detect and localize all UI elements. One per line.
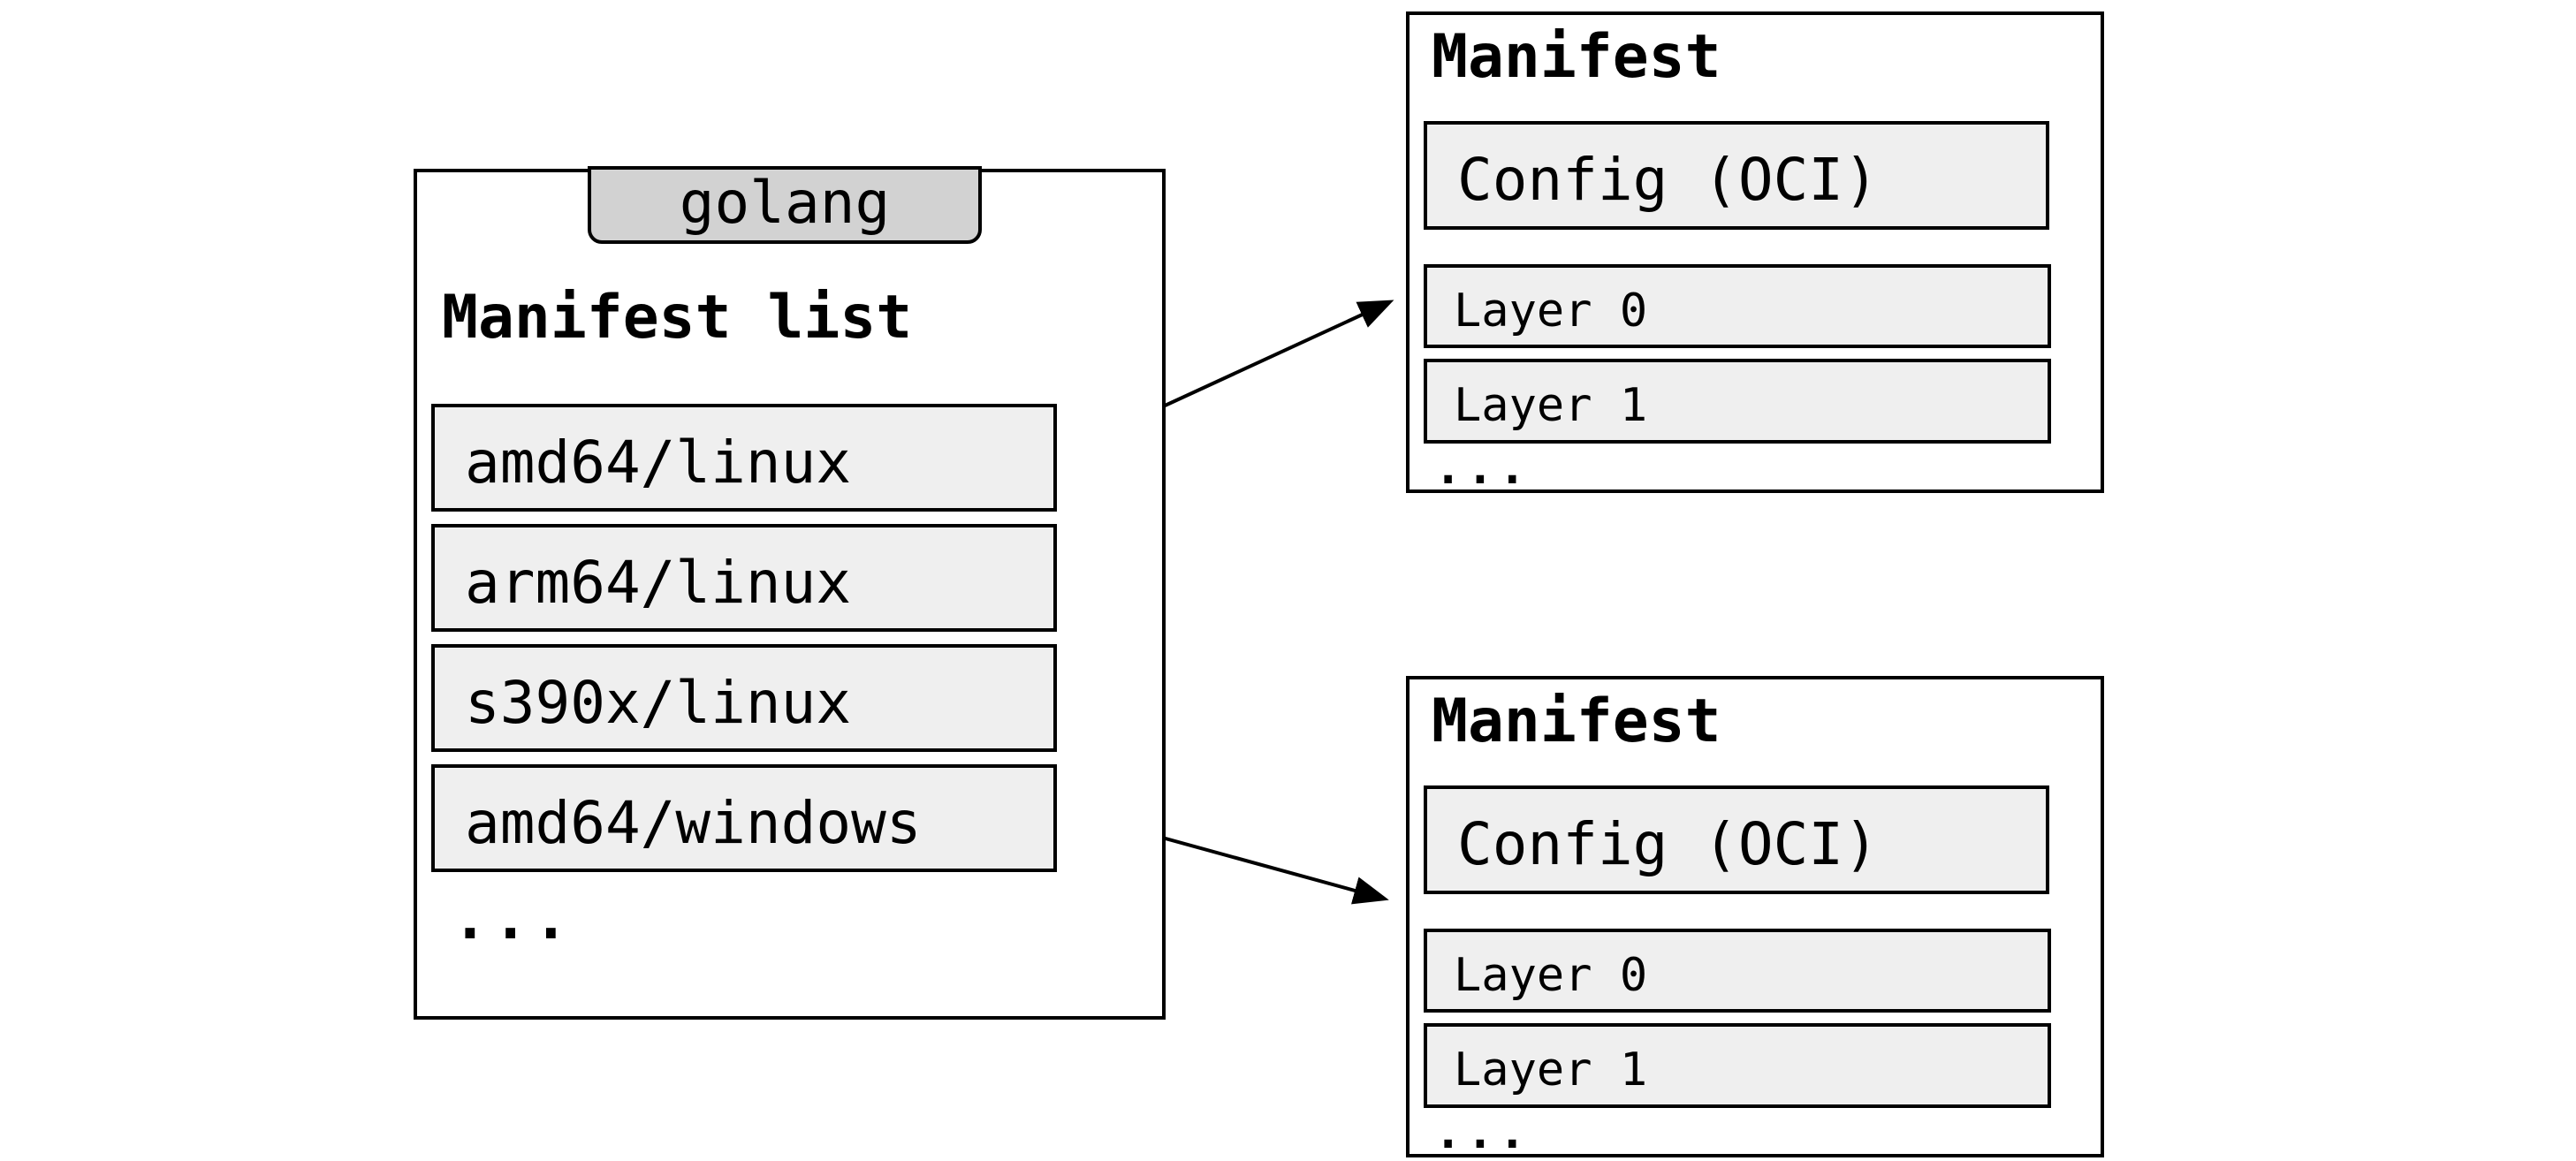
layer-1-cell: Layer 1 xyxy=(1424,1023,2051,1108)
platform-entry-label: s390x/linux xyxy=(465,668,852,737)
layer-label: Layer 1 xyxy=(1454,379,1648,432)
manifest-title: Manifest xyxy=(1432,22,1721,92)
platform-entry-arm64-linux: arm64/linux xyxy=(431,524,1057,632)
layer-1-cell: Layer 1 xyxy=(1424,359,2051,444)
config-label: Config (OCI) xyxy=(1457,146,1879,214)
platform-entry-amd64-linux: amd64/linux xyxy=(431,404,1057,512)
layer-label: Layer 1 xyxy=(1454,1043,1648,1096)
manifest-box-top: Manifest Config (OCI) Layer 0 Layer 1 ..… xyxy=(1406,11,2104,495)
platform-entry-amd64-windows: amd64/windows xyxy=(431,764,1057,872)
config-cell: Config (OCI) xyxy=(1424,121,2049,230)
platform-entry-label: amd64/windows xyxy=(465,788,922,857)
layer-0-cell: Layer 0 xyxy=(1424,929,2051,1013)
layer-0-cell: Layer 0 xyxy=(1424,264,2051,348)
manifest-title: Manifest xyxy=(1432,687,1721,756)
platform-entry-label: amd64/linux xyxy=(465,428,852,497)
layer-label: Layer 0 xyxy=(1454,948,1648,1002)
layer-label: Layer 0 xyxy=(1454,284,1648,338)
manifest-list-more-indicator: ... xyxy=(452,884,574,952)
platform-entry-label: arm64/linux xyxy=(465,548,852,617)
image-tag-label: golang xyxy=(679,168,891,237)
manifest-box-bottom: Manifest Config (OCI) Layer 0 Layer 1 ..… xyxy=(1406,676,2104,1159)
manifest-list-title: Manifest list xyxy=(442,283,913,353)
config-cell: Config (OCI) xyxy=(1424,785,2049,894)
platform-entry-s390x-linux: s390x/linux xyxy=(431,644,1057,752)
manifest-more-indicator: ... xyxy=(1434,442,1531,495)
image-tag-badge: golang xyxy=(588,166,982,244)
manifest-more-indicator: ... xyxy=(1434,1106,1531,1159)
config-label: Config (OCI) xyxy=(1457,810,1879,878)
